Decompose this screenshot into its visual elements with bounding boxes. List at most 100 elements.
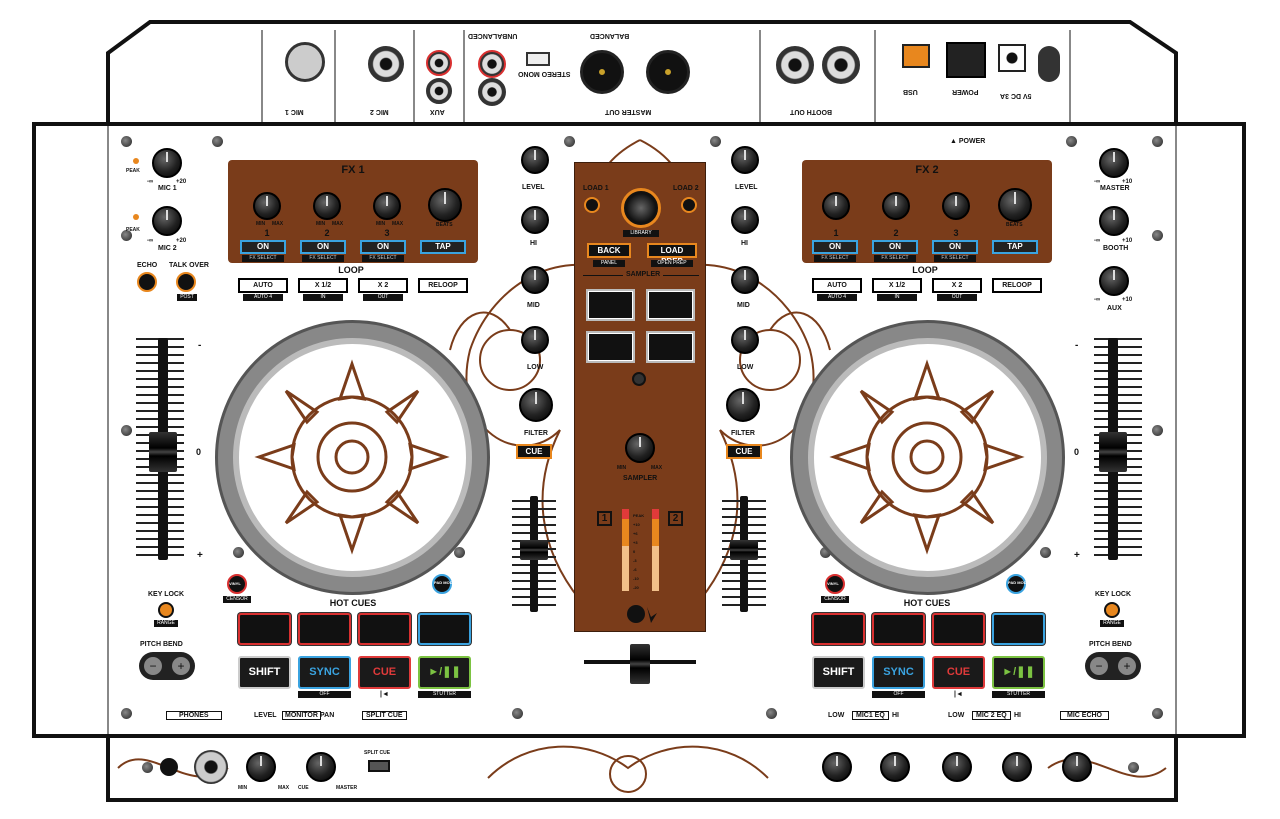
phones-min: MIN (238, 785, 248, 791)
ch1-level-knob[interactable] (521, 146, 549, 174)
sync-button[interactable]: SYNC (298, 656, 351, 689)
hot-cue-pad-4[interactable] (418, 613, 471, 645)
mic1-gain-knob[interactable] (152, 148, 182, 178)
phones-level-knob[interactable] (246, 752, 276, 782)
screw (233, 547, 244, 558)
ch1-cue-button[interactable]: CUE (516, 444, 552, 459)
mic2-gain-knob[interactable] (152, 206, 182, 236)
mic2-hi-eq-knob[interactable] (1002, 752, 1032, 782)
monitor-pan-knob[interactable] (306, 752, 336, 782)
fx1-on-button-3[interactable]: ON (360, 240, 406, 254)
fx2-knob-1[interactable] (822, 192, 850, 220)
pitch-fader-right[interactable] (1099, 432, 1127, 472)
crossfader[interactable] (630, 644, 650, 684)
hot-cue-pad-1[interactable] (812, 613, 865, 645)
mic1-hi-eq-knob[interactable] (880, 752, 910, 782)
mic2-low-eq-knob[interactable] (942, 752, 972, 782)
ch1-hi-knob[interactable] (521, 206, 549, 234)
ch2-mid-knob[interactable] (731, 266, 759, 294)
cue-button[interactable]: CUE (358, 656, 411, 689)
ch2-hi-knob[interactable] (731, 206, 759, 234)
hot-cue-pad-3[interactable] (932, 613, 985, 645)
jog-platter-right[interactable] (808, 338, 1047, 577)
fx1-beats-knob[interactable] (428, 188, 462, 222)
pitch-bend-plus-button[interactable]: + (1118, 657, 1136, 675)
ch2-level-knob[interactable] (731, 146, 759, 174)
library-browse-knob[interactable] (621, 188, 661, 228)
key-lock-button-right[interactable] (1104, 602, 1120, 618)
jog-platter-left[interactable] (233, 338, 472, 577)
split-cue-switch[interactable] (368, 760, 390, 772)
fx1-on-button-1[interactable]: ON (240, 240, 286, 254)
hot-cue-pad-2[interactable] (298, 613, 351, 645)
master-volume-knob[interactable] (1099, 148, 1129, 178)
loop-auto-button-right[interactable]: AUTO (812, 278, 862, 293)
pitch-bend-minus-button[interactable]: − (144, 657, 162, 675)
load1-button[interactable] (584, 197, 600, 213)
pad-mode-button-left[interactable] (432, 574, 452, 594)
fx2-knob-3[interactable] (942, 192, 970, 220)
pitch-fader-left[interactable] (149, 432, 177, 472)
play-pause-button-right[interactable]: ►/❚❚ (992, 656, 1045, 689)
load-prep-button[interactable]: LOAD PREP (647, 243, 697, 266)
fx1-on-button-2[interactable]: ON (300, 240, 346, 254)
hot-cue-pad-2[interactable] (872, 613, 925, 645)
pitch-bend-minus-button[interactable]: − (1090, 657, 1108, 675)
fx2-on-button-1[interactable]: ON (812, 240, 858, 254)
hot-cue-pad-4[interactable] (992, 613, 1045, 645)
key-lock-button[interactable] (158, 602, 174, 618)
play-pause-button[interactable]: ►/❚❚ (418, 656, 471, 689)
fx1-knob-1[interactable] (253, 192, 281, 220)
ch1-filter-knob[interactable] (519, 388, 553, 422)
booth-volume-knob[interactable] (1099, 206, 1129, 236)
shift-button-right[interactable]: SHIFT (812, 656, 865, 689)
power-switch[interactable] (946, 42, 986, 78)
pad-mode-button-right[interactable] (1006, 574, 1026, 594)
cue-button-right[interactable]: CUE (932, 656, 985, 689)
fx2-beats-knob[interactable] (998, 188, 1032, 222)
sampler-pad-3[interactable] (586, 331, 635, 363)
shift-button[interactable]: SHIFT (238, 656, 291, 689)
hot-cue-pad-3[interactable] (358, 613, 411, 645)
talk-over-button[interactable] (176, 272, 196, 292)
ch2-cue-button[interactable]: CUE (726, 444, 762, 459)
fx2-on-button-2[interactable]: ON (872, 240, 918, 254)
fx1-knob-3[interactable] (373, 192, 401, 220)
reloop-button-right[interactable]: RELOOP (992, 278, 1042, 293)
pitch-bend-plus-button[interactable]: + (172, 657, 190, 675)
mic1-low-eq-knob[interactable] (822, 752, 852, 782)
sampler-pad-2[interactable] (646, 289, 695, 321)
fx2-knob-2[interactable] (882, 192, 910, 220)
stereo-mono-switch[interactable] (526, 52, 550, 66)
ch1-volume-fader[interactable] (520, 540, 548, 560)
load2-button[interactable] (681, 197, 697, 213)
hot-cue-pad-1[interactable] (238, 613, 291, 645)
reloop-button[interactable]: RELOOP (418, 278, 468, 293)
fx2-tap-button[interactable]: TAP (992, 240, 1038, 254)
sampler-volume-knob[interactable] (625, 433, 655, 463)
loop-double-button-right[interactable]: X 2 (932, 278, 982, 293)
vinyl-button-left[interactable] (227, 574, 247, 594)
vinyl-button-right[interactable] (825, 574, 845, 594)
loop-half-button-right[interactable]: X 1/2 (872, 278, 922, 293)
loop-double-button[interactable]: X 2 (358, 278, 408, 293)
fx1-knob-2[interactable] (313, 192, 341, 220)
master-max: +10 (1122, 179, 1133, 185)
ch2-low-knob[interactable] (731, 326, 759, 354)
mic-echo-knob[interactable] (1062, 752, 1092, 782)
ch1-mid-knob[interactable] (521, 266, 549, 294)
sampler-pad-4[interactable] (646, 331, 695, 363)
sampler-pad-1[interactable] (586, 289, 635, 321)
back-button[interactable]: BACK (587, 243, 631, 258)
loop-auto-button[interactable]: AUTO (238, 278, 288, 293)
fx2-select-2: FX SELECT (874, 255, 916, 262)
aux-volume-knob[interactable] (1099, 266, 1129, 296)
ch1-low-knob[interactable] (521, 326, 549, 354)
loop-half-button[interactable]: X 1/2 (298, 278, 348, 293)
ch2-volume-fader[interactable] (730, 540, 758, 560)
sync-button-right[interactable]: SYNC (872, 656, 925, 689)
ch2-filter-knob[interactable] (726, 388, 760, 422)
echo-button[interactable] (137, 272, 157, 292)
fx1-tap-button[interactable]: TAP (420, 240, 466, 254)
fx2-on-button-3[interactable]: ON (932, 240, 978, 254)
